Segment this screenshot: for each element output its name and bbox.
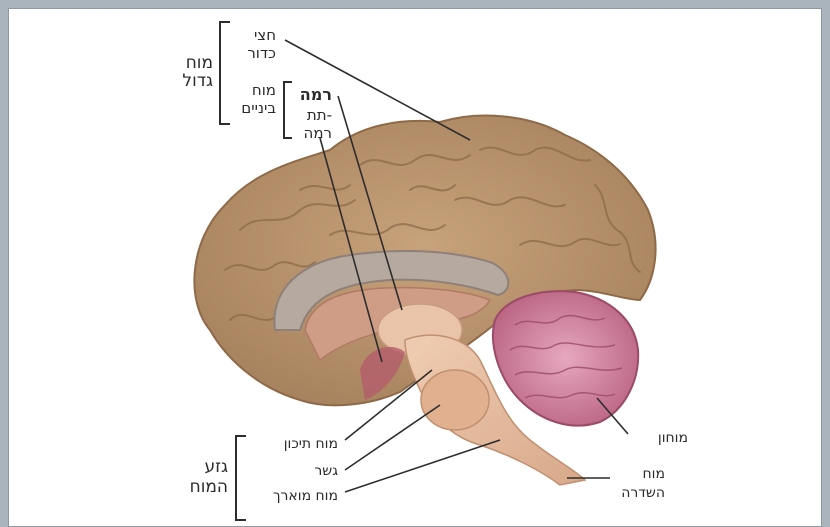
label-medulla: מוח מוארך xyxy=(273,488,338,504)
label-midbrain: מוח תיכון xyxy=(284,436,338,452)
svg-text:מוח: מוח xyxy=(643,466,665,482)
svg-text:רמה: רמה xyxy=(304,124,332,142)
label-diencephalon: מוח ביניים xyxy=(241,81,276,117)
label-cerebrum: מוח גדול xyxy=(182,53,213,91)
label-spinal-cord: מוח השדרה xyxy=(621,466,665,501)
svg-text:גדול: גדול xyxy=(182,71,213,91)
label-cerebellum: מוחון xyxy=(658,430,688,446)
svg-text:מוח: מוח xyxy=(252,81,276,99)
svg-text:המוח: המוח xyxy=(190,477,228,497)
svg-text:השדרה: השדרה xyxy=(621,485,665,501)
pons-shape xyxy=(421,370,489,430)
svg-text:מוח: מוח xyxy=(186,53,213,73)
svg-text:ביניים: ביניים xyxy=(241,99,276,117)
svg-text:חצי: חצי xyxy=(254,26,276,44)
svg-text:תת-: תת- xyxy=(307,106,332,124)
svg-text:גזע: גזע xyxy=(204,457,228,477)
label-pons: גשר xyxy=(314,463,338,479)
cerebellum-shape xyxy=(493,291,638,425)
label-brainstem: גזע המוח xyxy=(190,457,228,497)
label-thalamus: רמה xyxy=(300,85,332,104)
svg-text:כדור: כדור xyxy=(247,44,276,62)
label-hypothalamus: תת- רמה xyxy=(304,106,332,142)
label-hemisphere: חצי כדור xyxy=(247,26,276,62)
